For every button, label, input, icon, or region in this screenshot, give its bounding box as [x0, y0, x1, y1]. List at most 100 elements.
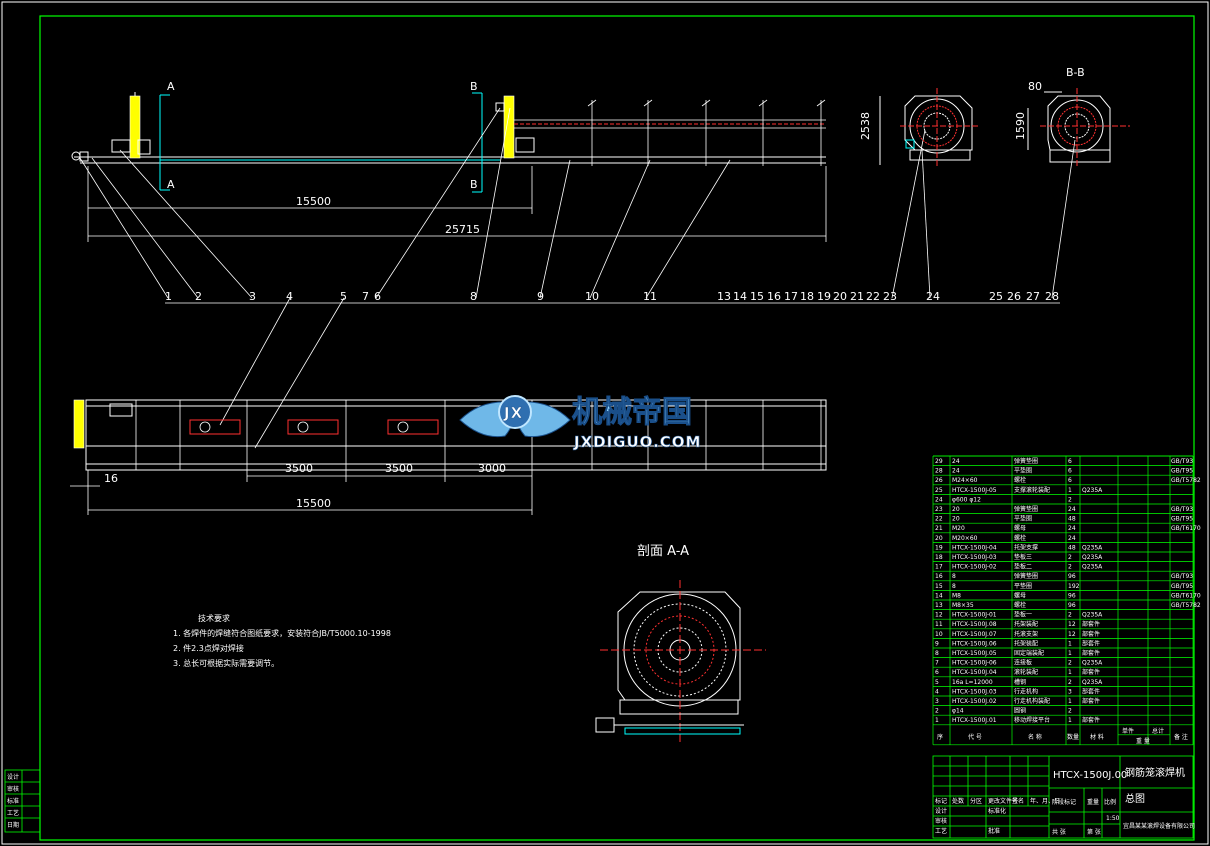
bom-cell-material: Q235A: [1082, 564, 1103, 571]
bom-cell-name: 移动焊接平台: [1014, 716, 1050, 724]
svg-text:重量: 重量: [1087, 798, 1099, 806]
bom-cell-no: 7: [935, 660, 939, 667]
elevation-view: A A B B 15500 25715: [71, 80, 827, 242]
side-view-1: 2538: [859, 88, 980, 166]
title-block: [932, 755, 1194, 839]
bom-header-name: 名 称: [1028, 733, 1042, 741]
svg-text:分区: 分区: [970, 797, 982, 805]
balloon-1: 1: [165, 290, 172, 303]
svg-text:24: 24: [926, 290, 940, 303]
bom-cell-code: 24: [952, 458, 960, 465]
bom-cell-qty: 12: [1068, 621, 1076, 628]
dim-plan-length: 15500: [296, 497, 331, 510]
bom-cell-name: 托架装配: [1014, 620, 1038, 628]
bom-cell-no: 11: [935, 621, 943, 628]
bom-cell-code: 8: [952, 583, 956, 590]
bom-cell-no: 10: [935, 631, 943, 638]
svg-text:20: 20: [833, 290, 847, 303]
bom-cell-material: Q235A: [1082, 554, 1103, 561]
bom-cell-name: 行走机构装配: [1014, 697, 1050, 705]
technical-notes: 技术要求 1. 各焊件的焊缝符合图纸要求，安装符合JB/T5000.10-199…: [173, 613, 391, 668]
svg-text:15: 15: [750, 290, 764, 303]
bom-cell-no: 18: [935, 554, 943, 561]
svg-text:比例: 比例: [1104, 798, 1116, 806]
bom-cell-qty: 2: [1068, 708, 1072, 715]
bom-cell-code: HTCX-1500J.06: [952, 640, 997, 647]
bom-cell-material: Q235A: [1082, 487, 1103, 494]
bom-cell-material: 部套件: [1082, 639, 1100, 647]
bom-header-code: 代 号: [968, 733, 982, 741]
svg-text:21: 21: [850, 290, 864, 303]
bom-cell-code: M8×35: [952, 602, 974, 609]
bom-cell-code: φ14: [952, 708, 964, 715]
svg-text:25: 25: [989, 290, 1003, 303]
bom-cell-no: 29: [935, 458, 943, 465]
balloon-5: 5: [340, 290, 347, 303]
svg-text:批准: 批准: [988, 827, 1000, 835]
svg-text:标准: 标准: [7, 797, 19, 805]
section-aa-title: 剖面 A-A: [637, 544, 689, 559]
bom-cell-qty: 96: [1068, 592, 1076, 599]
bom-cell-qty: 2: [1068, 679, 1072, 686]
product-name: 钢筋笼滚焊机: [1125, 766, 1185, 779]
dim-plan-offset: 16: [104, 472, 118, 485]
bom-cell-name: 垫板一: [1014, 611, 1032, 619]
svg-text:19: 19: [817, 290, 831, 303]
svg-text:设计: 设计: [935, 807, 947, 815]
bom-cell-note: GB/T93: [1171, 573, 1193, 580]
bom-cell-material: Q235A: [1082, 612, 1103, 619]
watermark-cn: 机械帝国: [572, 395, 692, 430]
side-view-2: 1590 80 B-B: [1014, 66, 1130, 168]
dim-side-width-2: 80: [1028, 80, 1042, 93]
bom-cell-material: 部套件: [1082, 716, 1100, 724]
bom-cell-qty: 12: [1068, 631, 1076, 638]
bom-cell-no: 1: [935, 717, 939, 724]
bom-cell-code: 20: [952, 506, 960, 513]
bom-cell-qty: 1: [1068, 698, 1072, 705]
section-aa-view: 剖面 A-A: [595, 544, 766, 745]
bom-cell-qty: 192: [1068, 583, 1080, 590]
company-name: 宜昌某某滚焊设备有限公司: [1123, 822, 1195, 830]
drawing-frame: [39, 15, 1195, 841]
bom-cell-name: 弹簧垫圈: [1014, 572, 1038, 580]
svg-text:第 张: 第 张: [1087, 828, 1101, 836]
svg-text:23: 23: [883, 290, 897, 303]
bom-cell-code: M20: [952, 525, 965, 532]
notes-heading: 技术要求: [198, 613, 230, 623]
notes-line-3: 3. 总长可根据实际需要调节。: [173, 658, 279, 668]
bom-cell-qty: 6: [1068, 468, 1072, 475]
svg-text:审核: 审核: [935, 817, 947, 825]
bom-cell-no: 23: [935, 506, 943, 513]
bom-cell-name: 平垫圈: [1014, 515, 1032, 523]
bom-cell-no: 15: [935, 583, 943, 590]
bom-cell-qty: 1: [1068, 487, 1072, 494]
bom-cell-note: GB/T5782: [1171, 477, 1201, 484]
svg-text:17: 17: [784, 290, 798, 303]
bom-cell-qty: 6: [1068, 458, 1072, 465]
bom-cell-no: 21: [935, 525, 943, 532]
svg-text:共 张: 共 张: [1052, 828, 1066, 836]
bom-cell-note: GB/T95: [1171, 583, 1193, 590]
section-b-bottom: B: [470, 178, 478, 191]
svg-text:16: 16: [767, 290, 781, 303]
svg-text:审核: 审核: [7, 785, 19, 793]
bom-cell-no: 19: [935, 544, 943, 551]
bom-cell-material: 部套件: [1082, 687, 1100, 695]
svg-text:处数: 处数: [952, 797, 964, 805]
bom-cell-no: 9: [935, 640, 939, 647]
dim-side-height-2: 1590: [1014, 112, 1027, 140]
bom-cell-name: 螺母: [1014, 591, 1026, 599]
svg-text:14: 14: [733, 290, 747, 303]
bom-cell-name: 平垫圈: [1014, 467, 1032, 475]
bom-cell-no: 20: [935, 535, 943, 542]
bom-header-material: 材 料: [1090, 733, 1104, 741]
side-stamp-table: [4, 769, 41, 833]
bom-cell-note: GB/T6170: [1171, 525, 1201, 532]
bom-cell-qty: 24: [1068, 506, 1076, 513]
leader-lines: [79, 107, 1076, 449]
bom-cell-no: 14: [935, 592, 943, 599]
svg-text:28: 28: [1045, 290, 1059, 303]
bom-cell-code: HTCX-1500J-03: [952, 554, 997, 561]
bom-cell-note: GB/T95: [1171, 468, 1193, 475]
